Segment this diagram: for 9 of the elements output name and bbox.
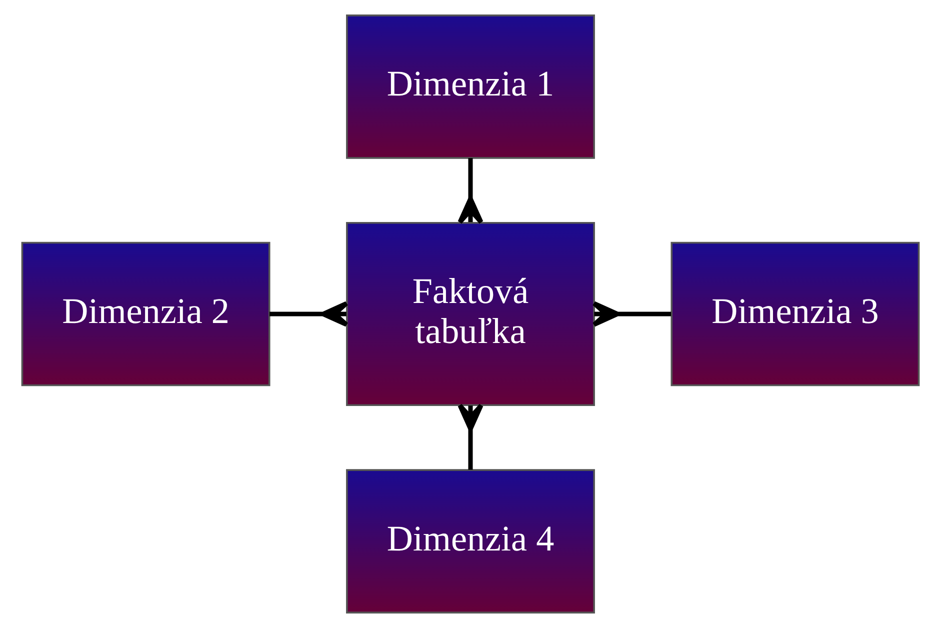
node-box: Faktová tabuľka: [346, 222, 595, 406]
connector: [592, 301, 672, 327]
node-box: Dimenzia 1: [346, 14, 595, 159]
connector: [458, 403, 484, 470]
node-box: Dimenzia 4: [346, 469, 595, 614]
node-box: Dimenzia 2: [21, 242, 270, 386]
node-box: Dimenzia 3: [670, 242, 920, 386]
connector: [269, 301, 349, 327]
connector: [458, 158, 484, 224]
